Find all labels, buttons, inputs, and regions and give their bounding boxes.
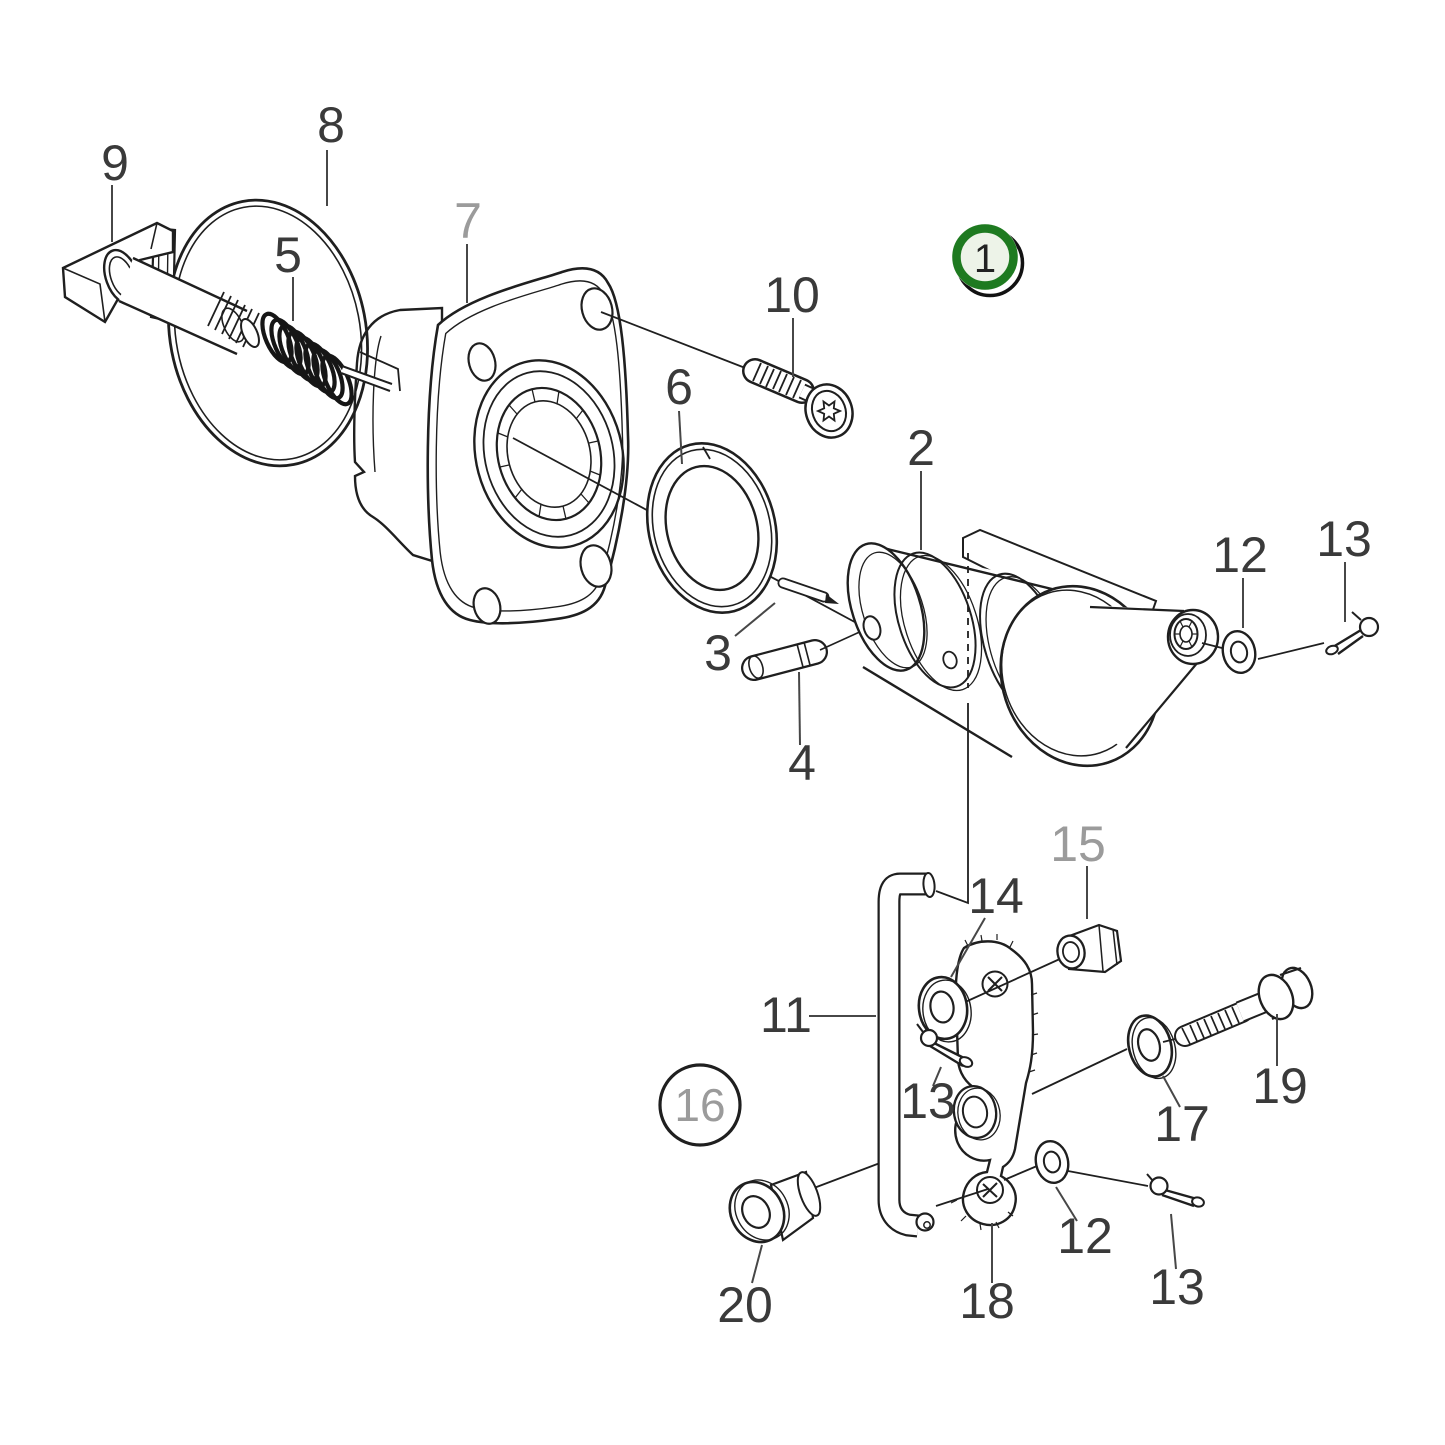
part-number-label[interactable]: 15 [1050, 816, 1106, 872]
part-number-label[interactable]: 13 [1149, 1259, 1205, 1315]
axis-line-lever-to-washer17 [1031, 1048, 1128, 1095]
part-callout-7[interactable]: 7 [454, 193, 482, 303]
part-number-label[interactable]: 4 [788, 735, 816, 791]
cotter-pin-middle [916, 1023, 974, 1068]
part-callout-4[interactable]: 4 [788, 671, 816, 791]
thread-ticks [752, 362, 802, 399]
part-number-label[interactable]: 11 [760, 987, 812, 1043]
adjuster-nut [1056, 923, 1123, 974]
badge-number: 16 [674, 1079, 725, 1131]
part-number-label[interactable]: 17 [1154, 1096, 1210, 1152]
cotter-pin-upper-right [1257, 611, 1380, 660]
part-callout-11[interactable]: 11 [760, 987, 876, 1043]
reference-badge[interactable]: 16 [658, 1063, 742, 1147]
seal-ring [645, 442, 779, 614]
part-number-label[interactable]: 14 [968, 868, 1024, 924]
washer-bolt-right [1031, 966, 1314, 1095]
bore-thread-ticks [497, 388, 601, 520]
housing-flange [426, 267, 630, 625]
flange-bolt [742, 358, 854, 439]
part-callout-13a[interactable]: 13 [1316, 511, 1372, 622]
washer-bottom [1003, 1139, 1070, 1185]
part-callout-13c[interactable]: 13 [1149, 1213, 1205, 1315]
part-callout-2[interactable]: 2 [907, 420, 935, 550]
push-rod [340, 351, 401, 392]
part-callout-19[interactable]: 19 [1252, 1014, 1308, 1114]
handle-knob [61, 221, 260, 356]
leader-line [932, 1066, 942, 1087]
part-callout-14[interactable]: 14 [950, 868, 1024, 978]
leader-line [950, 917, 986, 978]
washer-upper-right [1201, 629, 1257, 675]
part-number-label[interactable]: 9 [101, 135, 129, 191]
dowel-pin [741, 629, 865, 681]
axis-line-bushing-to-rod [805, 1162, 881, 1192]
callout-labels: 9 8 5 7 10 2 6 34 12 13 15 14 11 13 17 19 12 13 18 20 [101, 97, 1372, 1333]
housing-hub [352, 306, 444, 566]
badge-circle [658, 1063, 742, 1147]
roll-pin [777, 577, 839, 604]
part-number-label[interactable]: 3 [704, 625, 732, 681]
bushing [728, 1170, 822, 1244]
part-callout-6[interactable]: 6 [665, 359, 693, 465]
part-number-label[interactable]: 6 [665, 359, 693, 415]
part-callout-3[interactable]: 3 [704, 602, 776, 681]
part-callout-15[interactable]: 15 [1050, 816, 1106, 919]
part-callout-12a[interactable]: 12 [1212, 527, 1268, 628]
part-number-label[interactable]: 8 [317, 97, 345, 153]
axis-line-rod-to-lever [935, 1188, 989, 1207]
part-number-label[interactable]: 13 [900, 1073, 956, 1129]
part-number-label[interactable]: 10 [764, 267, 820, 323]
part-callout-20[interactable]: 20 [717, 1244, 773, 1333]
part-number-label[interactable]: 12 [1057, 1208, 1113, 1264]
part-callout-12b[interactable]: 12 [1055, 1186, 1113, 1264]
leader-line [1162, 1075, 1181, 1108]
leader-line [678, 410, 683, 465]
part-number-label[interactable]: 18 [959, 1273, 1015, 1329]
leader-line [798, 671, 801, 746]
part-callout-9[interactable]: 9 [101, 135, 129, 242]
leader-line [734, 602, 776, 637]
axis-line-hole-to-bolt [600, 311, 754, 372]
leader-line [1055, 1186, 1078, 1222]
clevis-bolt [1174, 966, 1314, 1047]
part-callout-5[interactable]: 5 [274, 227, 302, 321]
badge-green-ring [952, 224, 1018, 290]
oring-seal [167, 198, 369, 468]
part-callout-18[interactable]: 18 [959, 1223, 1015, 1329]
link-rod [877, 872, 936, 1238]
badge-fill [952, 224, 1018, 290]
badge-number: 1 [974, 237, 996, 281]
part-callout-8[interactable]: 8 [317, 97, 345, 206]
lever-plate [935, 934, 1063, 1231]
washer-lever-top [917, 975, 972, 1043]
cotter-pin-bottom [1067, 1170, 1205, 1208]
torx-icon [815, 399, 843, 423]
part-callout-10[interactable]: 10 [764, 267, 820, 377]
part-callout-13b[interactable]: 13 [900, 1066, 956, 1129]
spring [260, 311, 354, 407]
leader-line [751, 1244, 763, 1284]
axis-line-nut-to-lever [951, 957, 1063, 1009]
part-number-label[interactable]: 5 [274, 227, 302, 283]
part-number-label[interactable]: 20 [717, 1277, 773, 1333]
cylinder-body [846, 542, 1220, 768]
part-number-label[interactable]: 19 [1252, 1058, 1308, 1114]
part-number-label[interactable]: 13 [1316, 511, 1372, 567]
part-callout-17[interactable]: 17 [1154, 1075, 1210, 1152]
axis-line-cylinder-to-rod [935, 703, 969, 905]
part-number-label[interactable]: 12 [1212, 527, 1268, 583]
cylinder-arm [1089, 605, 1220, 750]
part-number-label[interactable]: 7 [454, 193, 482, 249]
leader-line [1170, 1213, 1177, 1270]
part-number-label[interactable]: 2 [907, 420, 935, 476]
selected-part-badge[interactable]: 1 [952, 224, 1025, 298]
